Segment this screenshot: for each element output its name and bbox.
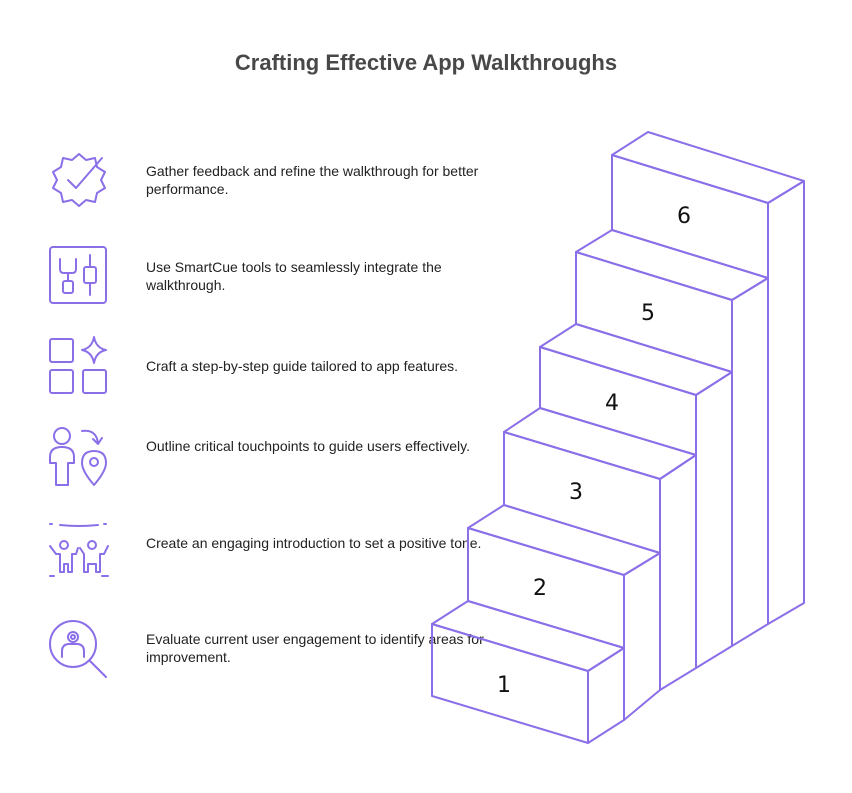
- stair-block-3: [503, 407, 697, 691]
- people-welcome-icon: [49, 523, 109, 577]
- stair-block-1: [431, 600, 625, 744]
- stair-block-5: [575, 229, 769, 647]
- step-number-4: 4: [605, 391, 619, 416]
- step-number-3: 3: [569, 480, 583, 505]
- step-number-5: 5: [641, 301, 655, 326]
- diagram-title: Crafting Effective App Walkthroughs: [234, 50, 618, 75]
- grid-sparkle-icon: [49, 336, 107, 394]
- search-user-icon: [49, 620, 107, 678]
- step-number-1: 1: [497, 673, 511, 698]
- step-6-text: Gather feedback and refine the walkthrou…: [146, 163, 479, 197]
- badge-check-icon: [52, 153, 106, 207]
- tools-toggle-icon: [49, 246, 107, 304]
- step-number-2: 2: [533, 576, 547, 601]
- step-1-text: Evaluate current user engagement to iden…: [146, 631, 484, 665]
- step-2-text: Create an engaging introduction to set a…: [146, 535, 482, 551]
- step-3-text: Outline critical touchpoints to guide us…: [146, 438, 470, 454]
- step-number-6: 6: [677, 204, 691, 229]
- step-4-text: Craft a step-by-step guide tailored to a…: [146, 358, 459, 374]
- user-location-icon: [49, 427, 107, 486]
- step-5-text: Use SmartCue tools to seamlessly integra…: [146, 259, 442, 293]
